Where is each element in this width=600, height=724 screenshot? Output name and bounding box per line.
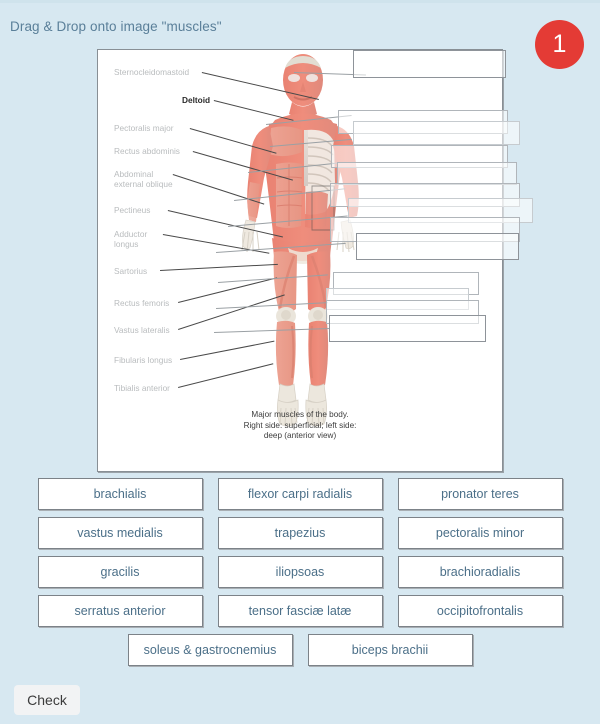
answer-row: gracilis iliopsoas brachioradialis	[0, 556, 600, 588]
muscle-label: longus	[114, 239, 139, 249]
answer-tile[interactable]: trapezius	[217, 517, 383, 549]
caption-line-3: deep (anterior view)	[263, 431, 337, 441]
answer-tile-bank: brachialis flexor carpi radialis pronato…	[0, 478, 600, 673]
answer-row: soleus & gastrocnemius biceps brachii	[0, 634, 600, 666]
drop-target[interactable]	[353, 50, 506, 78]
answer-tile[interactable]: brachioradialis	[397, 556, 563, 588]
answer-tile[interactable]: pronator teres	[397, 478, 563, 510]
muscle-label: Adductor	[114, 229, 148, 239]
answer-row: vastus medialis trapezius pectoralis min…	[0, 517, 600, 549]
muscle-label: Sternocleidomastoid	[114, 67, 190, 77]
muscle-label: Abdominal	[114, 169, 154, 179]
question-number-badge: 1	[535, 20, 584, 69]
answer-tile[interactable]: soleus & gastrocnemius	[127, 634, 293, 666]
drag-drop-image-panel[interactable]: Sternocleidomastoid Deltoid Pectoralis m…	[97, 49, 533, 472]
muscle-label: Rectus abdominis	[114, 146, 180, 156]
answer-tile[interactable]: serratus anterior	[37, 595, 203, 627]
answer-row: brachialis flexor carpi radialis pronato…	[0, 478, 600, 510]
muscle-label: Rectus femoris	[114, 298, 170, 308]
answer-row: serratus anterior tensor fasciæ latæ occ…	[0, 595, 600, 627]
muscle-label: Sartorius	[114, 266, 148, 276]
answer-tile[interactable]: tensor fasciæ latæ	[217, 595, 383, 627]
drop-target[interactable]	[353, 121, 520, 145]
answer-tile[interactable]: vastus medialis	[37, 517, 203, 549]
muscle-label: Tibialis anterior	[114, 383, 170, 393]
answer-tile[interactable]: pectoralis minor	[397, 517, 563, 549]
answer-tile[interactable]: gracilis	[37, 556, 203, 588]
muscle-label: external oblique	[114, 179, 173, 189]
muscle-label: Pectineus	[114, 205, 151, 215]
answer-tile[interactable]: flexor carpi radialis	[217, 478, 383, 510]
answer-tile[interactable]: occipitofrontalis	[397, 595, 563, 627]
muscle-label: Deltoid	[182, 95, 211, 105]
muscle-label: Fibularis longus	[114, 355, 173, 365]
anatomy-illustration: Sternocleidomastoid Deltoid Pectoralis m…	[98, 50, 502, 471]
drop-target[interactable]	[356, 233, 519, 260]
caption-line-2: Right side: superficial; left side:	[243, 420, 357, 430]
check-button[interactable]: Check	[14, 685, 80, 715]
drop-target[interactable]	[337, 162, 517, 185]
image-caption: Major muscles of the body. Right side: s…	[98, 410, 502, 442]
answer-tile[interactable]: brachialis	[37, 478, 203, 510]
answer-tile[interactable]: biceps brachii	[307, 634, 473, 666]
muscle-label: Pectoralis major	[114, 123, 174, 133]
page-title: Drag & Drop onto image "muscles"	[10, 19, 222, 34]
answer-tile[interactable]: iliopsoas	[217, 556, 383, 588]
caption-line-1: Major muscles of the body.	[251, 410, 349, 419]
muscle-label: Vastus lateralis	[114, 325, 170, 335]
drop-target[interactable]	[329, 315, 486, 342]
